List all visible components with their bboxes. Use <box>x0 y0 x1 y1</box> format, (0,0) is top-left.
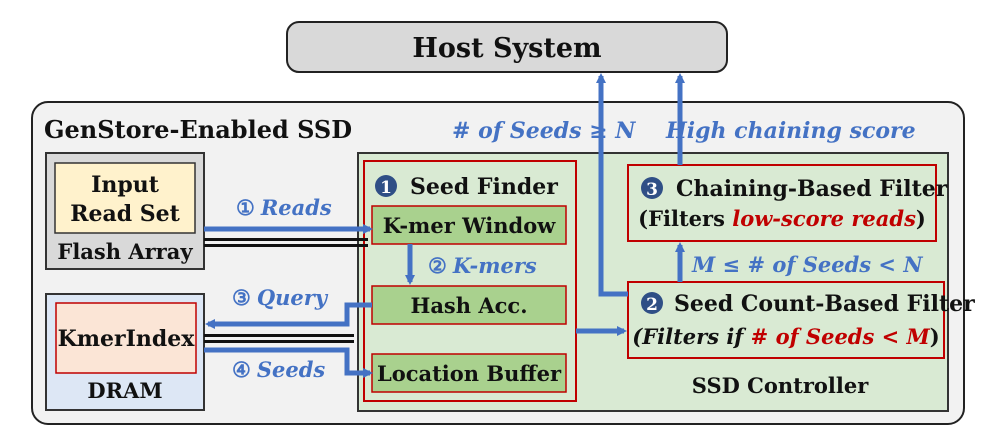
kmer-window-label: K-mer Window <box>383 213 557 238</box>
seeds-edge-text: Seeds <box>257 357 326 382</box>
reads-edge-number: ① <box>236 195 255 220</box>
seeds-ge-n-label: # of Seeds ≥ N <box>452 118 636 144</box>
kmers-edge-number: ② <box>428 253 447 278</box>
seed-count-filter-desc: (Filters if # of Seeds < M) <box>632 324 939 349</box>
dram-label: DRAM <box>87 378 162 403</box>
dram-bus-line <box>204 334 354 337</box>
query-arrow <box>205 302 372 329</box>
seeds-arrow <box>204 347 373 378</box>
chaining-filter-title: Chaining-Based Filter <box>676 176 948 202</box>
seed-count-filter-desc-prefix: (Filters if <box>632 324 750 349</box>
chaining-filter-desc: (Filters low-score reads) <box>638 206 926 231</box>
chaining-filter-number-badge <box>641 177 663 199</box>
query-edge-number: ③ <box>232 285 251 310</box>
high-chaining-label: High chaining score <box>665 118 916 144</box>
kmerindex-box <box>55 302 197 374</box>
input-read-set-line1: Input <box>91 172 160 198</box>
seed-count-filter-box <box>627 281 945 359</box>
seeds-edge-number: ④ <box>232 357 251 382</box>
seed-finder-number: 1 <box>380 178 392 198</box>
host-system-box <box>286 21 728 73</box>
ssd-controller-label: SSD Controller <box>692 373 869 398</box>
hash-acc-label: Hash Acc. <box>410 293 527 318</box>
input-read-set-line2: Read Set <box>70 201 180 227</box>
seed-count-filter-number: 2 <box>646 295 658 315</box>
host-system-label: Host System <box>412 33 601 64</box>
input-read-set-box <box>54 162 196 234</box>
seed-finder-title: Seed Finder <box>410 174 558 200</box>
flash-bus-line <box>204 238 368 241</box>
kmerindex-label: KmerIndex <box>58 326 196 352</box>
ssd-label: GenStore-Enabled SSD <box>44 115 352 144</box>
chaining-filter-desc-prefix: (Filters <box>638 206 732 231</box>
m-range-label: M ≤ # of Seeds < N <box>691 252 923 277</box>
query-edge-text: Query <box>257 285 329 310</box>
kmer-window-box <box>371 205 567 245</box>
countfilter-to-host-arrow <box>596 73 628 297</box>
seed-count-filter-number-badge <box>641 292 663 314</box>
chaining-filter-number: 3 <box>646 180 658 200</box>
chaining-filter-desc-suffix: ) <box>916 206 926 231</box>
location-buffer-box <box>371 353 567 393</box>
flash-array-label: Flash Array <box>57 239 193 264</box>
hash-acc-box <box>371 285 567 325</box>
reads-edge-text: Reads <box>260 195 332 220</box>
seed-count-filter-desc-suffix: ) <box>930 324 940 349</box>
seed-count-filter-desc-highlight: # of Seeds < M <box>751 324 931 349</box>
dram-bus-line-2 <box>204 340 354 343</box>
seed-finder-box <box>363 160 577 402</box>
chaining-filter-desc-highlight: low-score reads <box>732 206 916 231</box>
kmers-edge-text: K-mers <box>452 253 537 278</box>
chaining-filter-box <box>627 164 937 242</box>
seed-finder-number-badge <box>375 175 397 197</box>
location-buffer-label: Location Buffer <box>377 361 562 386</box>
seed-count-filter-title: Seed Count-Based Filter <box>674 291 975 317</box>
flash-bus-line-2 <box>204 244 368 247</box>
